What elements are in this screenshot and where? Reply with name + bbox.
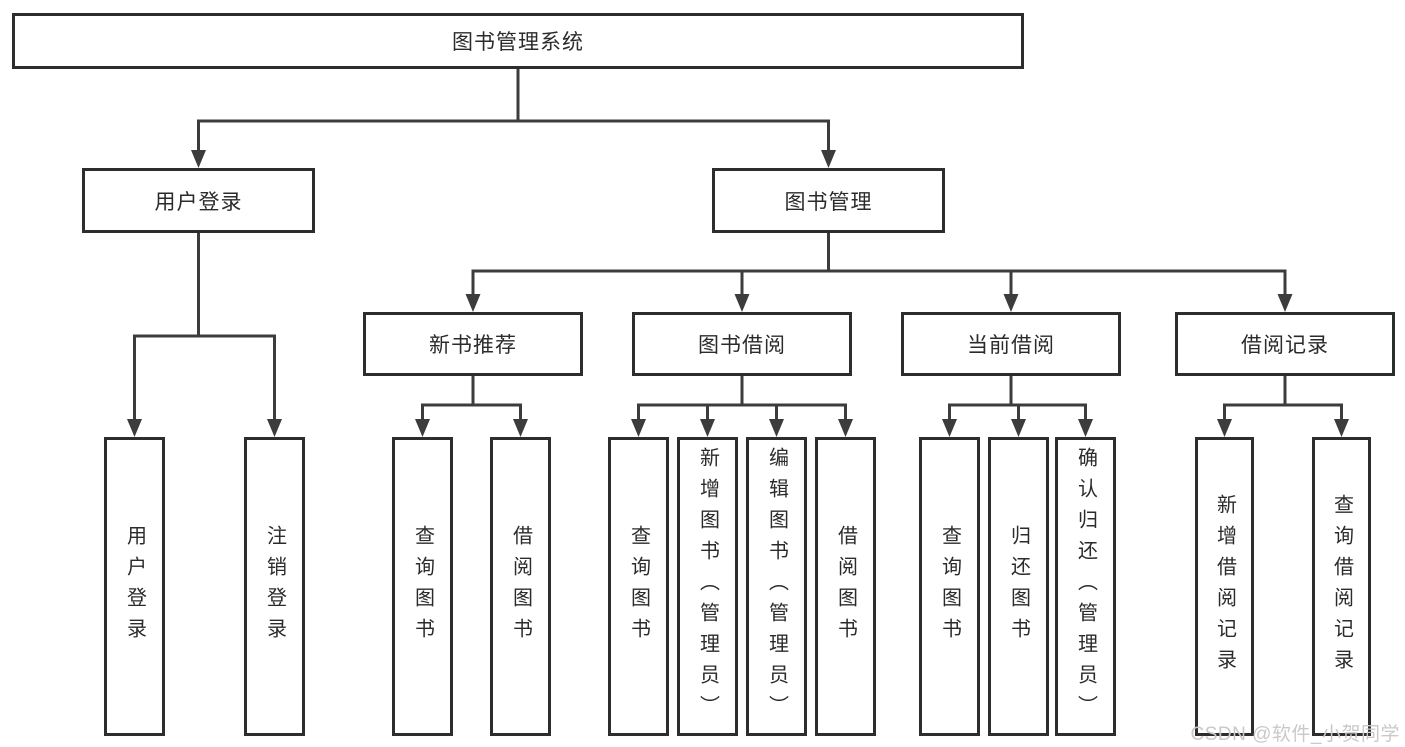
leaf-add-books-admin: 新增图书（管理员） [677, 437, 738, 736]
leaf-query-books-borrow: 查询图书 [608, 437, 669, 736]
leaf-query-books-recommend: 查询图书 [392, 437, 453, 736]
node-label: 查询图书 [411, 524, 434, 649]
node-label: 注销登录 [263, 524, 286, 649]
leaf-query-books-current: 查询图书 [919, 437, 980, 736]
leaf-query-borrow-record: 查询借阅记录 [1312, 437, 1371, 736]
node-new-book-recommend: 新书推荐 [363, 312, 583, 376]
node-label: 用户登录 [154, 190, 243, 214]
csdn-watermark: CSDN @软件_小贺同学 [1190, 724, 1400, 745]
node-label: 编辑图书（管理员） [765, 447, 788, 726]
node-label: 图书管理系统 [452, 31, 584, 54]
node-label: 查询图书 [627, 524, 650, 649]
node-label: 查询借阅记录 [1330, 493, 1353, 680]
node-label: 用户登录 [123, 524, 146, 649]
node-book-management: 图书管理 [712, 168, 945, 233]
node-label: 借阅图书 [834, 524, 857, 649]
leaf-add-borrow-record: 新增借阅记录 [1195, 437, 1254, 736]
node-current-borrow: 当前借阅 [901, 312, 1121, 376]
node-label: 确认归还（管理员） [1074, 447, 1097, 726]
leaf-return-books: 归还图书 [988, 437, 1049, 736]
node-label: 新书推荐 [429, 334, 517, 357]
leaf-borrow-books-recommend: 借阅图书 [490, 437, 551, 736]
node-label: 新增借阅记录 [1213, 493, 1236, 680]
node-label: 图书借阅 [698, 334, 786, 357]
node-label: 新增图书（管理员） [696, 447, 719, 726]
node-user-login: 用户登录 [82, 168, 315, 233]
node-label: 图书管理 [784, 190, 873, 214]
leaf-borrow-books: 借阅图书 [815, 437, 876, 736]
node-book-borrow: 图书借阅 [632, 312, 852, 376]
node-label: 借阅图书 [509, 524, 532, 649]
leaf-logout: 注销登录 [244, 437, 305, 736]
node-label: 归还图书 [1007, 524, 1030, 649]
node-label: 当前借阅 [967, 334, 1055, 357]
node-root-library-system: 图书管理系统 [12, 13, 1024, 69]
node-label: 借阅记录 [1241, 334, 1329, 357]
leaf-user-login: 用户登录 [104, 437, 165, 736]
node-borrow-records: 借阅记录 [1175, 312, 1395, 376]
leaf-confirm-return-admin: 确认归还（管理员） [1055, 437, 1116, 736]
node-label: 查询图书 [938, 524, 961, 649]
leaf-edit-books-admin: 编辑图书（管理员） [746, 437, 807, 736]
